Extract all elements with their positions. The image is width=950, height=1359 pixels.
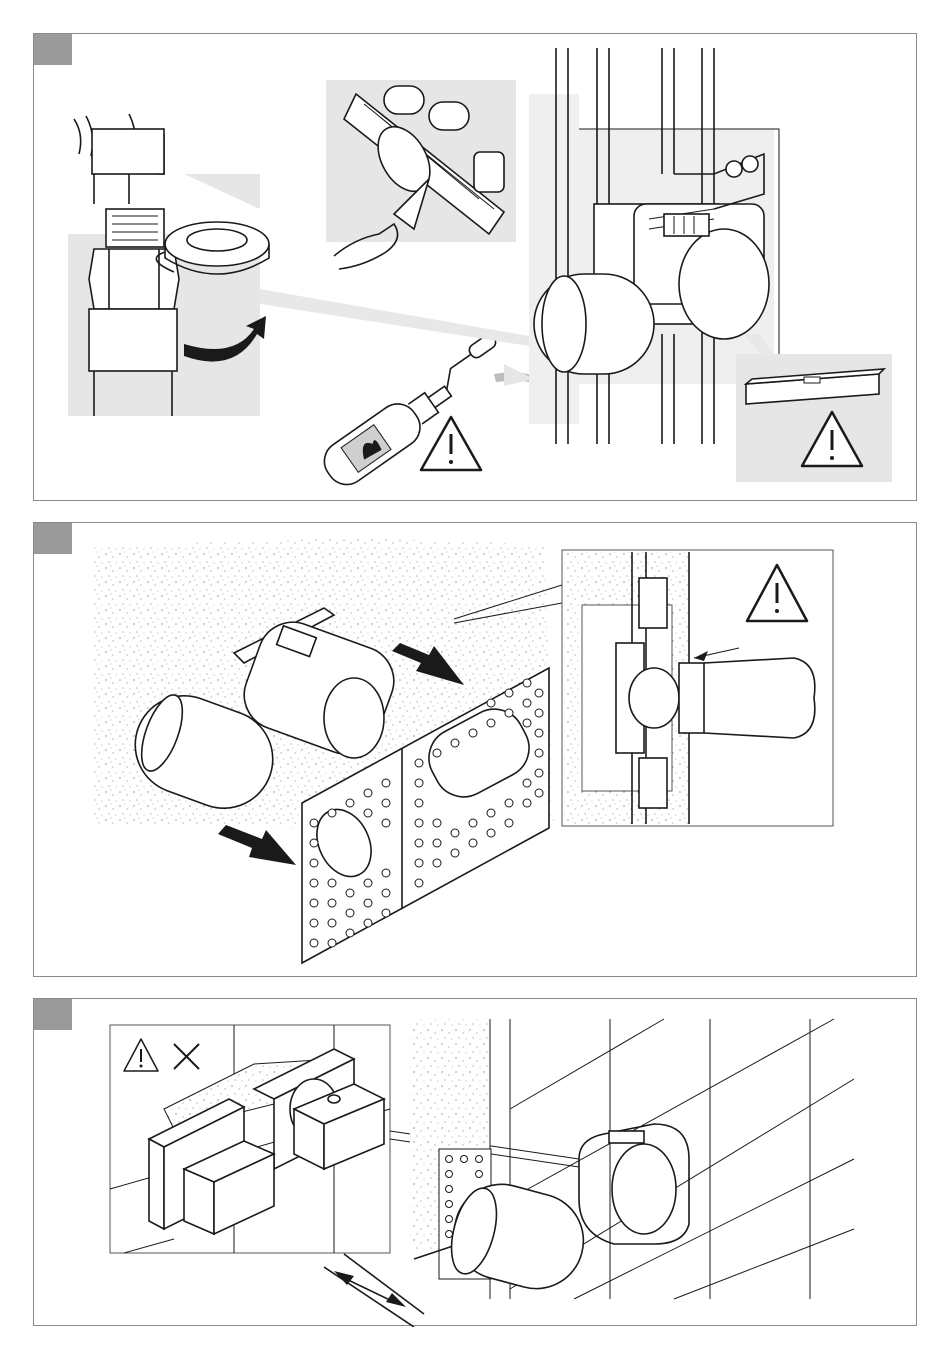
threaded-fitting-detail	[68, 114, 269, 416]
panel-1-illustration	[34, 34, 918, 502]
warning-icon	[421, 417, 481, 470]
blowtorch-detail	[315, 332, 554, 492]
level-detail	[736, 334, 892, 482]
section-detail	[562, 550, 833, 826]
dimension-arrows-icon	[324, 1254, 424, 1327]
incorrect-detail	[110, 1025, 390, 1253]
step-panel-1	[33, 33, 917, 501]
insert-arrow-icon	[218, 825, 296, 865]
panel-3-illustration	[34, 999, 918, 1327]
step-panel-3	[33, 998, 917, 1326]
finished-wall	[324, 1019, 854, 1327]
step-panel-2	[33, 522, 917, 977]
panel-2-illustration	[34, 523, 918, 978]
trowel-detail	[326, 80, 516, 269]
blowtorch-icon	[315, 332, 516, 492]
